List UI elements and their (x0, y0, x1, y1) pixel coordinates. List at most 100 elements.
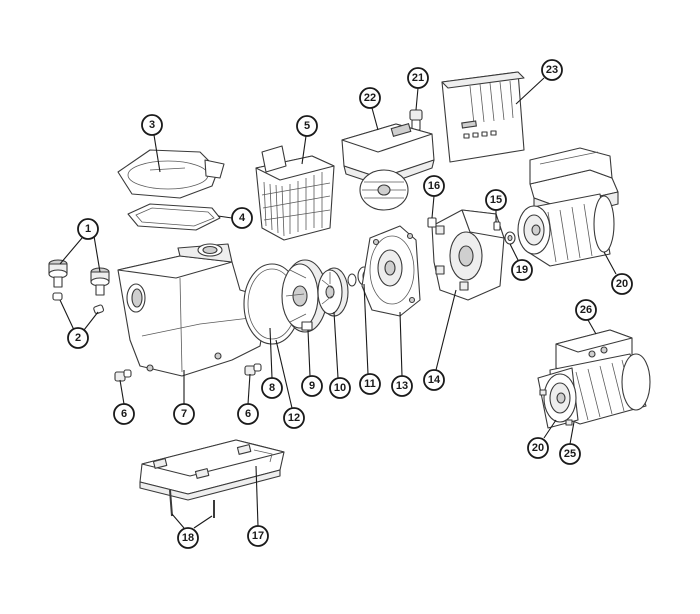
callout-number: 1 (85, 223, 91, 235)
part-base-illustration (139, 439, 285, 501)
callout-number: 21 (412, 72, 424, 84)
part-alternate-motor-illustration (537, 329, 651, 429)
callout-number: 7 (181, 408, 187, 420)
callout-number: 11 (364, 378, 376, 390)
leader-line-1b (93, 235, 101, 273)
callout-10: 10 (329, 377, 351, 399)
part-drain-plug-illustration (114, 363, 262, 382)
callout-number: 20 (532, 442, 544, 454)
callout-number: 17 (252, 530, 264, 542)
leader-line-6b (247, 373, 251, 405)
callout-23: 23 (541, 59, 563, 81)
callout-15: 15 (485, 189, 507, 211)
callout-8: 8 (261, 377, 283, 399)
part-motor-illustration (517, 147, 619, 267)
part-lid-illustration (117, 149, 225, 199)
callout-number: 9 (309, 380, 315, 392)
leader-line-5 (301, 135, 307, 165)
callout-13: 13 (391, 375, 413, 397)
leader-line-17 (255, 465, 259, 527)
part-adapter-illustration (431, 209, 505, 301)
leader-line-10 (333, 311, 339, 379)
leader-line-22 (371, 107, 379, 131)
callout-16: 16 (423, 175, 445, 197)
callout-14: 14 (423, 369, 445, 391)
callout-12: 12 (283, 407, 305, 429)
leader-line-14 (435, 289, 457, 371)
callout-1: 1 (77, 218, 99, 240)
callout-number: 6 (121, 408, 127, 420)
part-base-screw-illustration (169, 489, 215, 518)
callout-7: 7 (173, 403, 195, 425)
callout-number: 16 (428, 180, 440, 192)
callout-20b: 20 (527, 437, 549, 459)
callout-number: 26 (580, 304, 592, 316)
part-basket-illustration (255, 145, 335, 241)
leader-line-1a (59, 237, 83, 265)
callout-18: 18 (177, 527, 199, 549)
callout-number: 4 (239, 212, 246, 224)
callout-19: 19 (511, 259, 533, 281)
leader-lines (59, 77, 617, 529)
leader-line-13 (399, 311, 403, 377)
part-bolt-illustration (427, 217, 437, 228)
part-drive-illustration (341, 122, 435, 211)
part-seal-plate-illustration (361, 225, 421, 317)
leader-line-18a (171, 513, 185, 529)
part-diffuser-illustration (281, 259, 328, 333)
callout-number: 8 (269, 382, 275, 394)
callout-number: 5 (304, 120, 310, 132)
leader-line-4 (217, 215, 233, 219)
callout-number: 3 (149, 119, 155, 131)
leader-line-21 (415, 87, 419, 111)
callout-5: 5 (296, 115, 318, 137)
leader-line-9 (307, 329, 311, 377)
callout-26: 26 (575, 299, 597, 321)
callout-4: 4 (231, 207, 253, 229)
callout-number: 6 (245, 408, 251, 420)
leader-line-8 (269, 327, 273, 379)
callout-number: 15 (490, 194, 502, 206)
callout-6b: 6 (237, 403, 259, 425)
callout-2: 2 (67, 327, 89, 349)
leader-line-2b (83, 311, 99, 331)
part-washer-illustration (504, 231, 516, 245)
callout-17: 17 (247, 525, 269, 547)
callout-21: 21 (407, 67, 429, 89)
leader-line-16 (431, 195, 435, 219)
part-pin-illustration (52, 292, 105, 315)
callout-number: 2 (75, 332, 81, 344)
callout-number: 22 (364, 92, 376, 104)
part-screw-illustration (493, 221, 501, 231)
callout-9: 9 (301, 375, 323, 397)
part-housing-illustration (117, 243, 269, 377)
leader-line-20b (543, 419, 557, 439)
leader-line-25 (569, 421, 575, 445)
leader-line-18b (193, 515, 213, 529)
leader-line-3 (153, 134, 161, 173)
leader-line-20a (603, 251, 617, 275)
part-knob-illustration (48, 259, 110, 296)
leader-line-2a (59, 299, 75, 331)
part-controller-cover-illustration (441, 71, 525, 163)
callout-number: 18 (182, 532, 194, 544)
callout-number: 14 (428, 374, 441, 386)
callout-number: 25 (564, 448, 576, 460)
callout-20a: 20 (611, 273, 633, 295)
part-impeller-illustration (317, 267, 349, 317)
leader-line-11 (363, 283, 369, 375)
callout-number: 23 (546, 64, 558, 76)
callout-number: 19 (516, 264, 528, 276)
leader-line-19 (509, 243, 519, 261)
leader-line-26 (587, 319, 597, 335)
callout-6a: 6 (113, 403, 135, 425)
callout-number: 10 (334, 382, 346, 394)
callout-3: 3 (141, 114, 163, 136)
part-lid-gasket-illustration (127, 203, 221, 231)
callout-number: 12 (288, 412, 300, 424)
leader-line-12 (275, 339, 293, 409)
callout-11: 11 (359, 373, 381, 395)
callout-number: 13 (396, 380, 408, 392)
leader-line-23 (515, 77, 545, 105)
